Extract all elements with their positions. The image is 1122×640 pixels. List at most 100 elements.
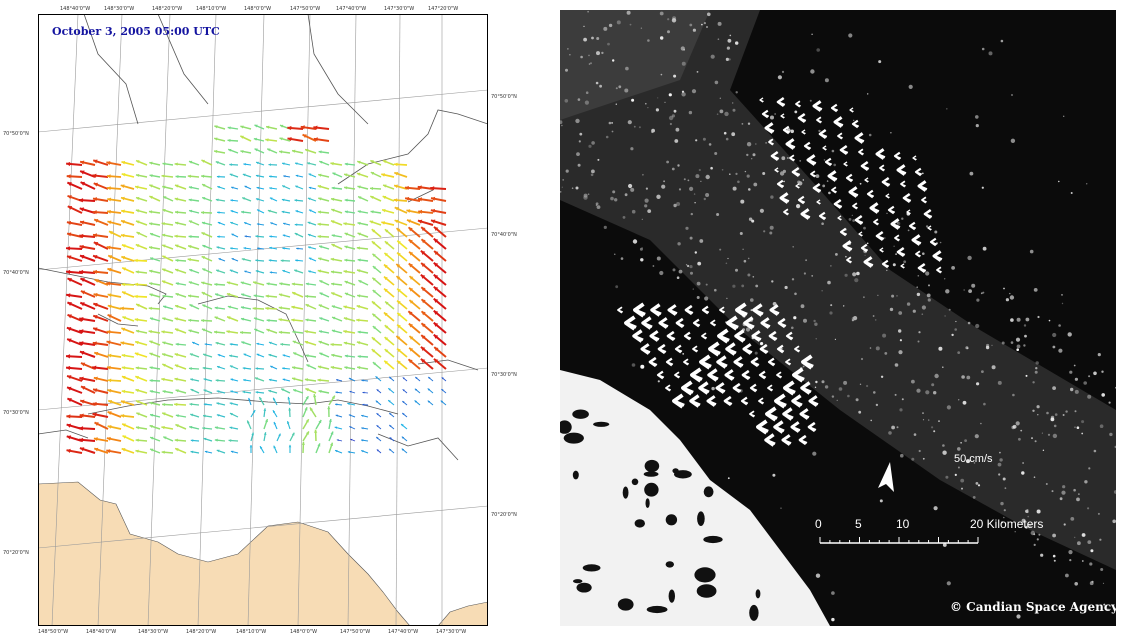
map-canvas: October 3, 2005 05:00 UTC	[38, 14, 488, 626]
drift-arrow	[649, 330, 660, 342]
current-arrow	[214, 293, 226, 298]
current-arrow	[369, 186, 382, 191]
ice-band	[560, 10, 1116, 570]
parallel-line	[38, 89, 488, 133]
current-arrow	[134, 258, 148, 263]
current-arrow	[240, 125, 252, 130]
current-arrow	[370, 159, 382, 166]
current-arrow	[319, 292, 330, 298]
drift-arrow	[781, 434, 792, 446]
drift-arrow	[667, 304, 678, 316]
drift-arrow	[921, 196, 927, 204]
drift-arrow	[917, 180, 928, 192]
drift-arrow	[797, 112, 807, 124]
coast-segment	[337, 109, 488, 185]
current-arrow	[255, 391, 265, 394]
current-arrow	[291, 291, 304, 298]
coast-segment	[97, 313, 139, 327]
current-arrow	[120, 341, 135, 346]
drift-arrow	[742, 343, 753, 355]
drift-arrow	[795, 183, 800, 189]
current-arrow	[230, 247, 239, 250]
current-arrow	[215, 161, 226, 166]
current-arrow	[357, 258, 369, 262]
current-arrow	[402, 389, 408, 394]
current-arrow	[408, 287, 421, 298]
current-arrow	[80, 181, 96, 190]
current-arrow	[292, 351, 304, 358]
current-arrow	[215, 341, 226, 346]
drift-arrow	[764, 433, 776, 447]
current-arrow	[433, 261, 447, 274]
current-arrow	[357, 210, 369, 214]
current-arrow	[121, 366, 135, 370]
drift-arrow	[873, 218, 879, 226]
current-arrow	[187, 245, 200, 250]
current-arrow	[134, 282, 148, 287]
current-arrow	[263, 432, 267, 442]
top-tick-label: 147°20'0"W	[428, 6, 459, 12]
current-arrow	[430, 196, 447, 202]
current-arrow	[174, 197, 187, 202]
current-arrow	[305, 354, 317, 358]
current-arrow	[78, 269, 96, 275]
drift-arrow	[759, 97, 764, 103]
current-arrow	[92, 197, 109, 202]
current-arrow	[106, 245, 122, 250]
current-arrow	[356, 341, 369, 346]
current-arrow	[335, 403, 343, 406]
current-arrow	[420, 310, 434, 322]
current-arrow	[92, 388, 109, 394]
current-arrow	[407, 226, 421, 238]
drift-arrow	[684, 304, 694, 316]
current-arrow	[161, 233, 174, 238]
current-arrow	[93, 241, 109, 250]
current-arrow	[430, 186, 447, 191]
current-arrow	[201, 221, 213, 226]
current-arrow	[201, 281, 213, 286]
current-arrow	[383, 252, 395, 262]
drift-arrow	[689, 394, 701, 408]
current-arrow	[241, 257, 252, 262]
current-arrow	[248, 397, 252, 406]
current-arrow	[121, 209, 135, 214]
current-arrow	[441, 388, 447, 394]
current-arrow	[420, 274, 434, 286]
current-arrow	[107, 197, 122, 202]
current-arrow	[335, 414, 343, 418]
current-arrow	[330, 257, 343, 262]
current-arrow	[384, 228, 395, 238]
current-arrow	[420, 286, 434, 298]
current-arrow	[230, 221, 239, 226]
current-arrow	[227, 148, 239, 154]
current-arrow	[66, 448, 83, 454]
drift-arrow	[849, 107, 854, 113]
current-arrow	[279, 137, 291, 142]
current-arrow	[417, 197, 434, 202]
drift-arrow	[701, 305, 710, 315]
current-arrow	[292, 330, 304, 334]
current-arrow	[336, 439, 343, 442]
current-arrow	[231, 186, 239, 190]
drift-arrow	[761, 109, 770, 119]
drift-arrow	[672, 393, 685, 409]
drift-arrow	[848, 186, 859, 198]
current-arrow	[226, 316, 239, 322]
current-arrow	[313, 429, 318, 442]
current-arrow	[302, 133, 317, 142]
current-arrow	[200, 210, 213, 215]
drift-arrow	[879, 247, 884, 253]
current-arrow	[265, 294, 278, 298]
current-arrow	[107, 313, 122, 322]
current-arrow	[214, 306, 226, 310]
current-arrow	[213, 149, 226, 154]
drift-arrow	[735, 302, 748, 318]
drift-arrow	[701, 332, 708, 340]
current-arrow	[122, 435, 135, 442]
current-arrow	[253, 294, 265, 298]
current-arrow	[282, 269, 291, 274]
current-arrow	[356, 246, 369, 250]
drift-arrow	[756, 419, 769, 435]
current-arrow	[214, 125, 226, 130]
current-arrow	[107, 424, 122, 430]
